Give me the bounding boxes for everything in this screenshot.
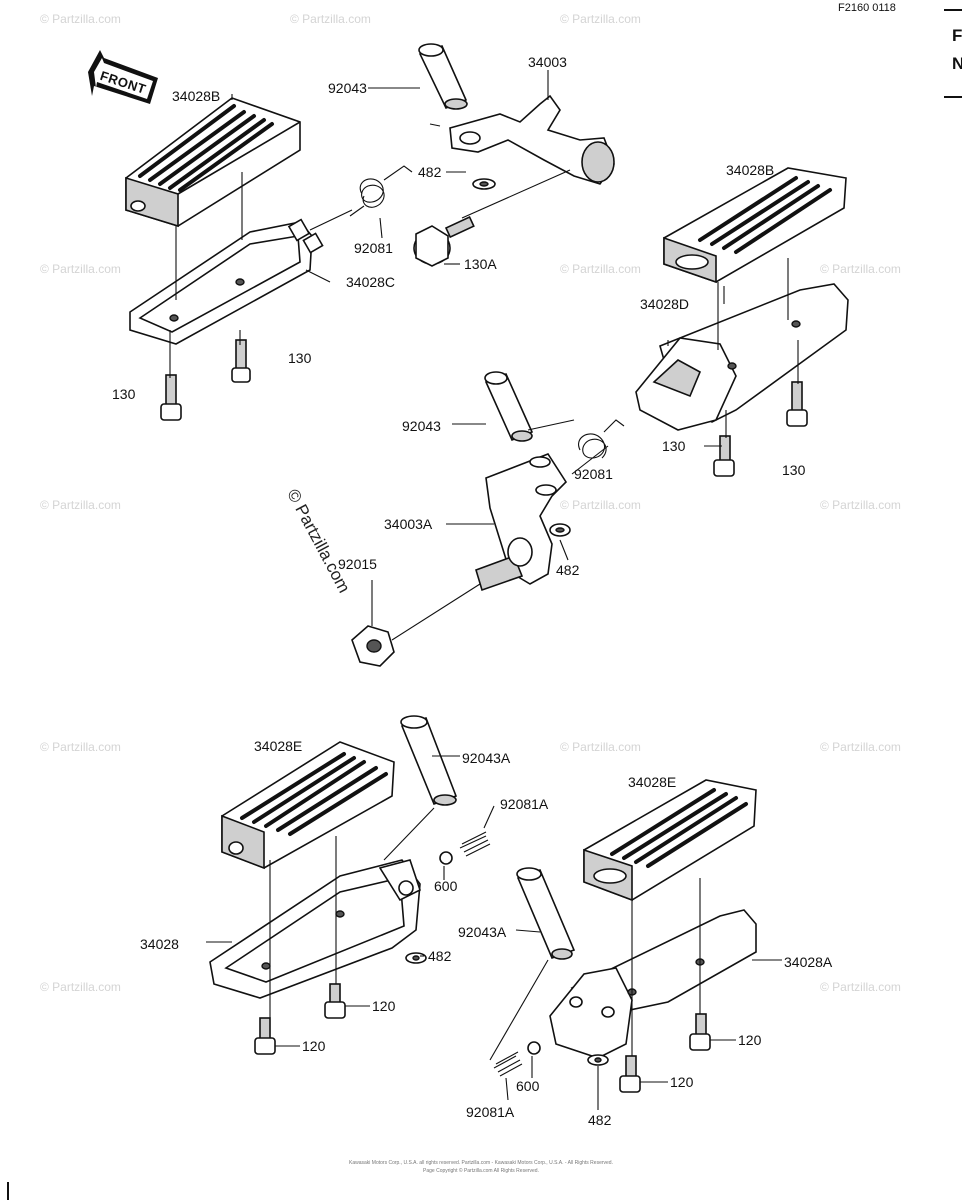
bolt-120-c [689,1013,711,1051]
watermark: © Partzilla.com [820,740,901,754]
watermark: © Partzilla.com [820,262,901,276]
callout-92015: 92015 [338,556,377,572]
callout-92043: 92043 [328,80,367,96]
callout-130: 130 [782,462,806,478]
spring-92081-mid [578,419,625,459]
watermark: © Partzilla.com [820,498,901,512]
footpeg-rubber-34028B-left [125,97,301,228]
watermark: © Partzilla.com [560,12,641,26]
callout-482: 482 [418,164,442,180]
callout-92081: 92081 [574,466,613,482]
callout-92081A: 92081A [500,796,549,812]
bolt-130-left-low [160,374,182,421]
callout-34028D: 34028D [640,296,690,312]
ball-600-low [527,1041,541,1055]
front-arrow-icon [88,50,158,104]
callout-120: 120 [670,1074,694,1090]
spring-92081A-low [493,1051,523,1077]
callout-92081A: 92081A [466,1104,515,1120]
watermark: © Partzilla.com [560,498,641,512]
callout-482: 482 [556,562,580,578]
footpeg-rubber-34028B-right [663,167,847,284]
footpeg-rubber-34028E-left [221,741,395,870]
nut-92015 [351,625,395,667]
callout-130: 130 [288,350,312,366]
bolt-130A [413,215,475,267]
callout-92043A: 92043A [458,924,507,940]
callout-34028B: 34028B [172,88,221,104]
spring-92081A-top [459,831,491,857]
pin-92043-mid [484,371,534,442]
callout-482: 482 [428,948,452,964]
watermark: © Partzilla.com [40,498,121,512]
callout-92081: 92081 [354,240,393,256]
callout-34003: 34003 [528,54,567,70]
watermark: © Partzilla.com [40,12,121,26]
footpeg-bracket-34028C [129,218,324,345]
footpeg-arm-34003A [475,453,568,592]
pin-92043A-top [400,715,458,806]
footpeg-bracket-34028D [635,283,849,431]
callout-34028C: 34028C [346,274,396,290]
bolt-130-right-a [713,435,735,477]
callout-34003A: 34003A [384,516,433,532]
watermark: © Partzilla.com [40,980,121,994]
washer-482-top [472,178,496,190]
callout-120: 120 [302,1038,326,1054]
bolt-130-left-mid [231,339,251,383]
callout-130A: 130A [464,256,497,272]
callout-34028B: 34028B [726,162,775,178]
spring-92081-top [349,165,413,217]
edge-letter-2: N [952,54,962,73]
callout-34028E: 34028E [254,738,303,754]
pin-92043A-low [516,867,576,960]
callout-482: 482 [588,1112,612,1128]
footer-copyright-line2: Page Copyright © Partzilla.com All Right… [423,1168,539,1174]
bolt-120-d [619,1055,641,1093]
callout-600: 600 [516,1078,540,1094]
footpeg-arm-34003 [449,94,615,185]
bolt-120-b [254,1017,276,1055]
diagram-code: F2160 0118 [838,2,896,14]
edge-letter-1: F [952,26,962,45]
watermark: © Partzilla.com [40,740,121,754]
watermark: © Partzilla.com [820,980,901,994]
watermark: © Partzilla.com [560,740,641,754]
callout-92043A: 92043A [462,750,511,766]
washer-482-lowleft [405,952,427,964]
bolt-120-a [324,983,346,1019]
ball-600-top [439,851,453,865]
footpeg-bracket-34028 [209,859,421,999]
callout-130: 130 [662,438,686,454]
footer-copyright-line1: Kawasaki Motors Corp., U.S.A. all rights… [349,1160,613,1166]
washer-482-low [587,1054,609,1066]
footpeg-bracket-34028A [549,909,757,1059]
callout-34028E: 34028E [628,774,677,790]
callout-130: 130 [112,386,136,402]
pin-92043-top [418,43,468,110]
callout-120: 120 [372,998,396,1014]
watermark: © Partzilla.com [560,262,641,276]
callout-120: 120 [738,1032,762,1048]
callout-34028A: 34028A [784,954,833,970]
callout-600: 600 [434,878,458,894]
watermark: © Partzilla.com [290,12,371,26]
callout-34028: 34028 [140,936,179,952]
bolt-130-right-b [786,381,808,427]
footpeg-rubber-34028E-right [583,779,757,902]
washer-482-mid [549,523,571,537]
watermark: © Partzilla.com [40,262,121,276]
callout-92043: 92043 [402,418,441,434]
